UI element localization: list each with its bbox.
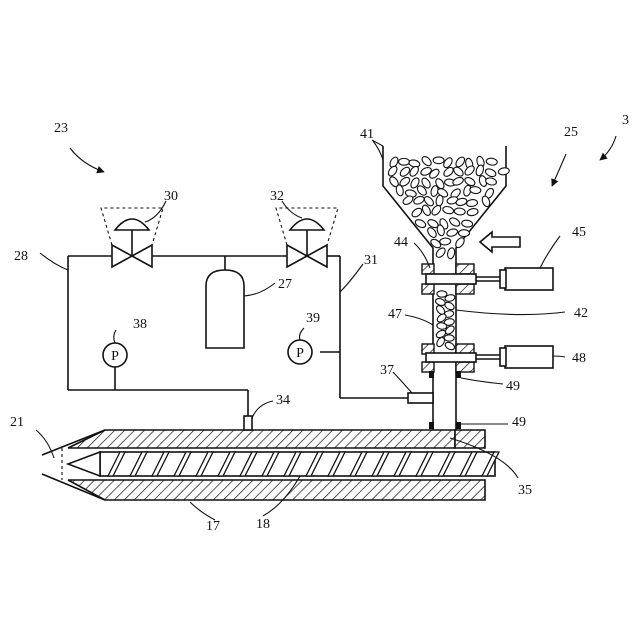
label-48: 48: [572, 351, 586, 366]
pellet: [484, 167, 497, 178]
screw: [62, 448, 499, 480]
arrow-23: [70, 148, 104, 172]
label-49-lower: 49: [512, 415, 526, 430]
upper-gate: [422, 264, 553, 294]
pellet: [448, 216, 461, 228]
screw-tip: [68, 452, 100, 476]
pressure-gauge-38: P: [103, 343, 127, 367]
label-32: 32: [270, 189, 284, 204]
gas-cylinder: [206, 270, 244, 348]
label-37: 37: [380, 363, 394, 378]
pellet: [435, 246, 447, 259]
pellet: [447, 247, 456, 259]
pellet: [398, 158, 409, 165]
label-49-upper: 49: [506, 379, 520, 394]
label-45: 45: [572, 225, 586, 240]
label-39: 39: [306, 311, 320, 326]
svg-text:P: P: [296, 346, 304, 361]
label-35: 35: [518, 483, 532, 498]
label-44: 44: [394, 235, 408, 250]
pellet: [466, 199, 478, 207]
lower-cylinder: [505, 346, 553, 368]
pellet: [442, 205, 454, 215]
lower-gate: [422, 344, 553, 372]
pellet: [461, 220, 473, 228]
pellet: [410, 207, 423, 219]
arrow-25: [552, 154, 566, 186]
pellet: [467, 208, 479, 217]
pressure-gauge-39: P: [288, 340, 312, 364]
label-41: 41: [360, 127, 374, 142]
pellet: [459, 230, 470, 237]
label-38: 38: [133, 317, 147, 332]
port-34: [244, 416, 252, 430]
arrow-3: [600, 136, 616, 160]
pellet: [454, 156, 466, 169]
label-23: 23: [54, 121, 68, 136]
pellet: [452, 165, 465, 177]
feed-column: [433, 264, 456, 430]
pellet: [463, 164, 476, 177]
pellet: [498, 167, 510, 176]
pellet: [439, 238, 451, 246]
column-pellets: [435, 291, 456, 352]
label-3: 3: [622, 113, 629, 128]
pellet: [435, 195, 444, 207]
valve-32: [276, 208, 338, 267]
pellet: [486, 158, 498, 166]
pellet: [475, 164, 485, 177]
barrel-top-wall: [68, 430, 455, 448]
label-18: 18: [256, 517, 270, 532]
pellet: [420, 155, 433, 168]
label-30: 30: [164, 189, 178, 204]
label-34: 34: [276, 393, 290, 408]
label-42: 42: [574, 306, 588, 321]
port-37: [408, 393, 433, 403]
label-27: 27: [278, 277, 292, 292]
pellet: [399, 166, 412, 178]
label-28: 28: [14, 249, 28, 264]
pellet: [444, 335, 454, 342]
label-47: 47: [388, 307, 402, 322]
upper-gate-plate: [426, 274, 476, 284]
barrel-bottom-wall: [68, 480, 485, 500]
lower-gate-plate: [426, 353, 476, 362]
label-31: 31: [364, 253, 378, 268]
pellet: [387, 165, 399, 178]
upper-cylinder: [505, 268, 553, 290]
pellet: [444, 341, 456, 351]
pellet: [454, 208, 466, 216]
pellet: [446, 228, 459, 238]
pellet: [426, 226, 438, 239]
label-21: 21: [10, 415, 24, 430]
pellet: [442, 166, 455, 178]
pellet: [470, 186, 482, 194]
label-25: 25: [564, 125, 578, 140]
feed-arrow: [480, 232, 520, 252]
pellet: [433, 157, 444, 164]
label-17: 17: [206, 519, 220, 534]
svg-text:P: P: [111, 349, 119, 364]
